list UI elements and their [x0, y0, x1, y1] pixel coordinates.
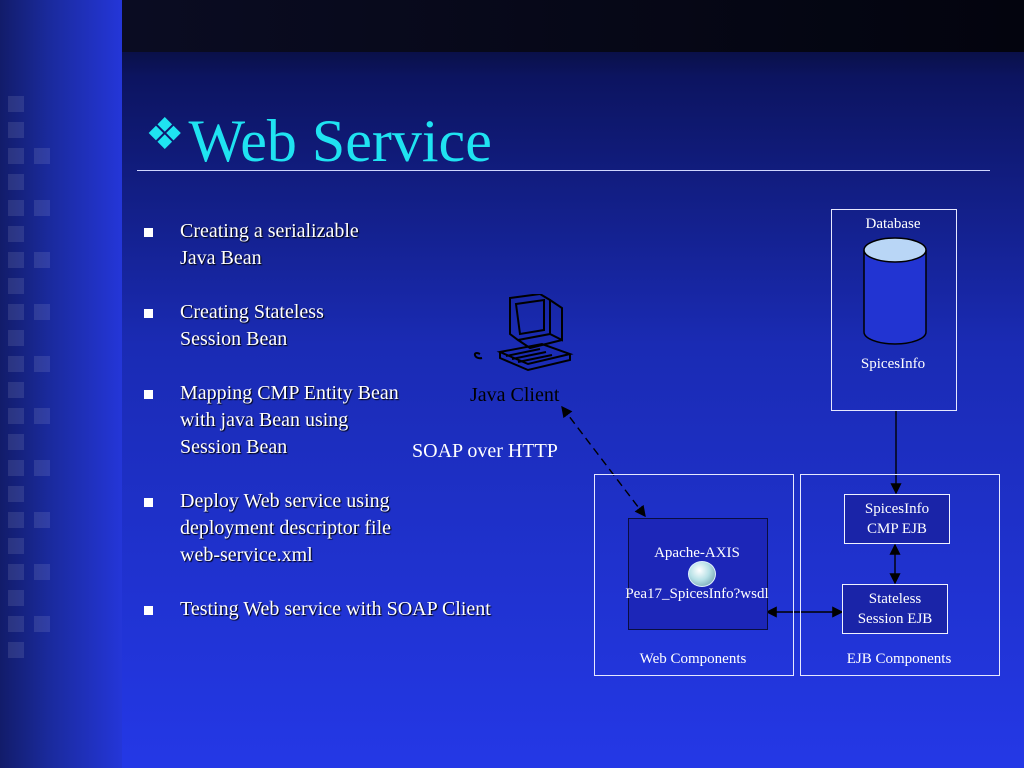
decor-square [8, 590, 24, 606]
ejb-components-box [800, 474, 1000, 676]
decor-square [8, 174, 24, 190]
decor-square [8, 96, 24, 112]
session-ejb-line: Stateless [868, 591, 922, 607]
soap-http-dashed-arrow [561, 405, 646, 518]
decor-square [8, 226, 24, 242]
bullet-line: Testing Web service with SOAP Client [180, 598, 491, 620]
cmp-ejb-line: SpicesInfo [864, 501, 930, 517]
java-client-label: Java Client [470, 384, 560, 406]
bullet-item: Creating a serializable Java Bean [140, 218, 560, 272]
decor-square [8, 200, 24, 216]
bullet-line: Deploy Web service using [180, 490, 390, 512]
decor-square [8, 382, 24, 398]
bullet-line: Session Bean [180, 328, 288, 350]
bullet-item: Creating Stateless Session Bean [140, 299, 560, 353]
bullet-list: Creating a serializable Java Bean Creati… [140, 218, 560, 650]
decor-square [8, 486, 24, 502]
decor-square [34, 252, 50, 268]
decor-square [8, 304, 24, 320]
decor-square [8, 278, 24, 294]
square-bullet-icon [144, 498, 153, 507]
spicesinfo-cmp-ejb-box: SpicesInfo CMP EJB [844, 494, 950, 544]
bullet-line: with java Bean using [180, 409, 349, 431]
decor-square [34, 512, 50, 528]
decor-square [34, 408, 50, 424]
slide-title-text: Web Service [188, 108, 492, 174]
decor-square [34, 460, 50, 476]
bullet-line: deployment descriptor file [180, 517, 392, 539]
square-bullet-icon [144, 390, 153, 399]
left-decorative-strip [0, 0, 122, 768]
decor-square [8, 460, 24, 476]
wsdl-label: Pea17_SpicesInfo?wsdl [625, 586, 769, 602]
decor-square [34, 304, 50, 320]
square-bullet-icon [144, 309, 153, 318]
decor-square [8, 252, 24, 268]
ejb-components-label: EJB Components [846, 651, 952, 667]
decor-square [8, 538, 24, 554]
database-cylinder-icon [863, 237, 927, 345]
decor-square [34, 200, 50, 216]
cmp-ejb-line: CMP EJB [867, 521, 927, 537]
bullet-item: Testing Web service with SOAP Client [140, 596, 560, 623]
decor-square [8, 512, 24, 528]
decor-square [34, 616, 50, 632]
web-service-globe-icon [688, 561, 716, 587]
decor-square [34, 148, 50, 164]
decor-square [8, 408, 24, 424]
square-bullet-icon [144, 228, 153, 237]
decor-square [8, 616, 24, 632]
web-components-label: Web Components [639, 651, 747, 667]
bullet-item: Deploy Web service using deployment desc… [140, 488, 560, 569]
decor-square [8, 564, 24, 580]
decor-square [8, 148, 24, 164]
decor-square [8, 356, 24, 372]
title-underline [137, 170, 990, 171]
computer-icon [474, 294, 574, 372]
decor-square [34, 356, 50, 372]
slide-title: ❖Web Service [145, 100, 492, 174]
session-ejb-line: Session EJB [857, 611, 933, 627]
bullet-line: Creating Stateless [180, 301, 324, 323]
square-bullet-icon [144, 606, 153, 615]
diamond-bullet-icon: ❖ [145, 110, 185, 159]
decor-square [8, 330, 24, 346]
soap-over-http-label: SOAP over HTTP [412, 440, 558, 462]
top-band [122, 0, 1024, 52]
database-box [831, 209, 957, 411]
decor-square [34, 564, 50, 580]
bullet-line: Creating a serializable [180, 220, 359, 242]
database-name-label: SpicesInfo [860, 356, 926, 372]
bullet-line: web-service.xml [180, 544, 313, 566]
decor-square [8, 122, 24, 138]
apache-axis-label: Apache-AXIS [654, 545, 740, 561]
stateless-session-ejb-box: Stateless Session EJB [842, 584, 948, 634]
bullet-line: Mapping CMP Entity Bean [180, 382, 399, 404]
decor-square [8, 642, 24, 658]
decor-square [8, 434, 24, 450]
web-components-box [594, 474, 794, 676]
bullet-line: Java Bean [180, 247, 262, 269]
bullet-item: Mapping CMP Entity Bean with java Bean u… [140, 380, 560, 461]
bullet-line: Session Bean [180, 436, 288, 458]
database-label: Database [865, 216, 921, 232]
